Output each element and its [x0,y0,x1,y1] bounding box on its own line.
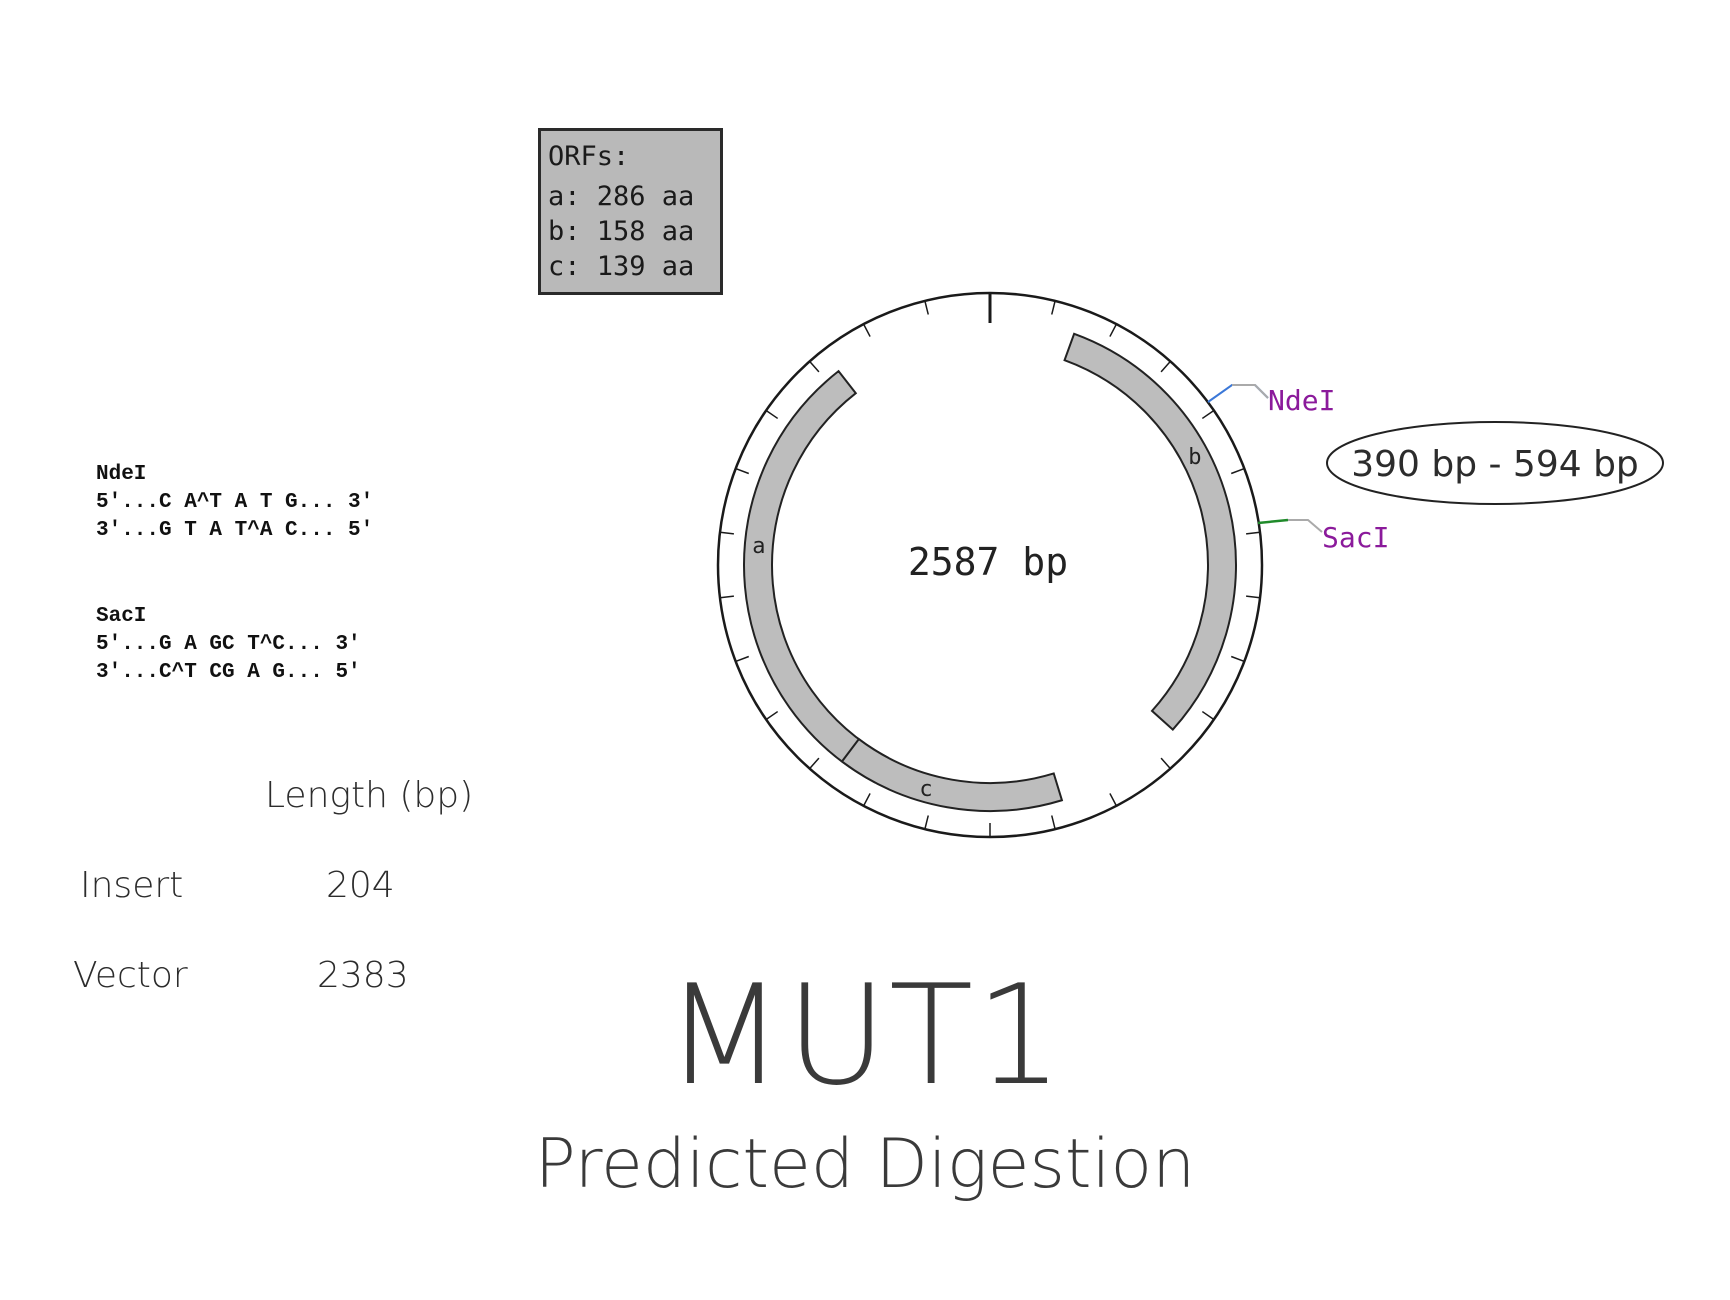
plasmid-size-label: 2587 bp [908,540,1068,584]
orf-arc-a [743,369,890,784]
saci-site-line [1257,518,1289,525]
orf-legend-item-c: c: 139 aa [548,251,695,282]
plasmid-tick [719,595,734,599]
orf-labels: a b c [752,445,1201,802]
saci-site-label: SacI [1322,521,1389,554]
digest-callout-text: 390 bp - 594 bp [1351,444,1639,485]
plasmid-tick [1230,655,1245,663]
saci-bottom-strand: 3'...C^T CG A G... 5' [96,661,361,684]
plasmid-ticks [719,293,1261,837]
page-title: MUT1 [664,955,1066,1116]
plasmid-tick [809,360,820,373]
orf-label-c: c [919,777,932,802]
saci-recognition-block: SacI 5'...G A GC T^C... 3' 3'...C^T CG A… [96,603,361,687]
plasmid-tick [1051,300,1056,315]
digest-callout-ellipse [1326,421,1664,505]
ndei-bottom-strand: 3'...G T A T^A C... 5' [96,519,374,542]
plasmid-circle [716,291,1264,839]
plasmid-tick [1160,757,1171,770]
ndei-top-strand: 5'...C A^T A T G... 3' [96,491,374,514]
plasmid-tick [1246,595,1261,599]
plasmid-tick [1230,467,1245,475]
plasmid-tick [1160,360,1171,373]
length-header: Length (bp) [265,775,474,816]
saci-top-strand: 5'...G A GC T^C... 3' [96,633,361,656]
ndei-recognition-block: NdeI 5'...C A^T A T G... 3' 3'...G T A T… [96,461,373,545]
plasmid-tick [1109,793,1118,807]
insert-value: 204 [326,865,395,906]
orf-legend-item-a: a: 286 aa [548,181,695,212]
orf-arc-c [840,737,1064,812]
plasmid-tick [1109,323,1118,337]
plasmid-tick [735,655,750,663]
orf-arc-b [1063,332,1237,732]
plasmid-tick [924,300,929,315]
plasmid-tick [735,467,750,475]
plasmid-tick [1201,409,1215,420]
plasmid-tick [765,710,779,721]
ndei-name: NdeI [96,463,147,486]
orf-legend-title: ORFs: [548,141,630,172]
plasmid-tick [924,815,929,830]
saci-name: SacI [96,605,147,628]
ndei-site-label: NdeI [1268,384,1335,417]
plasmid-tick [765,409,779,420]
page-subtitle: Predicted Digestion [534,1125,1196,1204]
saci-leader-line [1288,519,1323,533]
vector-value: 2383 [317,955,409,996]
orf-label-b: b [1188,445,1201,470]
plasmid-tick [1246,531,1261,535]
plasmid-tick [1201,710,1215,721]
ndei-site-line [1207,384,1269,403]
vector-label: Vector [73,955,188,996]
plasmid-tick [862,793,871,807]
plasmid-tick [719,531,734,535]
ndei-leader-line [1232,384,1269,399]
orf-legend-item-b: b: 158 aa [548,216,695,247]
plasmid-tick [862,323,871,337]
plasmid-tick [1051,815,1056,830]
orf-arcs [743,332,1237,812]
orf-label-a: a [752,534,765,559]
orf-legend-box: ORFs: a: 286 aa b: 158 aa c: 139 aa [538,128,723,295]
plasmid-tick [809,757,820,770]
insert-label: Insert [80,865,184,906]
